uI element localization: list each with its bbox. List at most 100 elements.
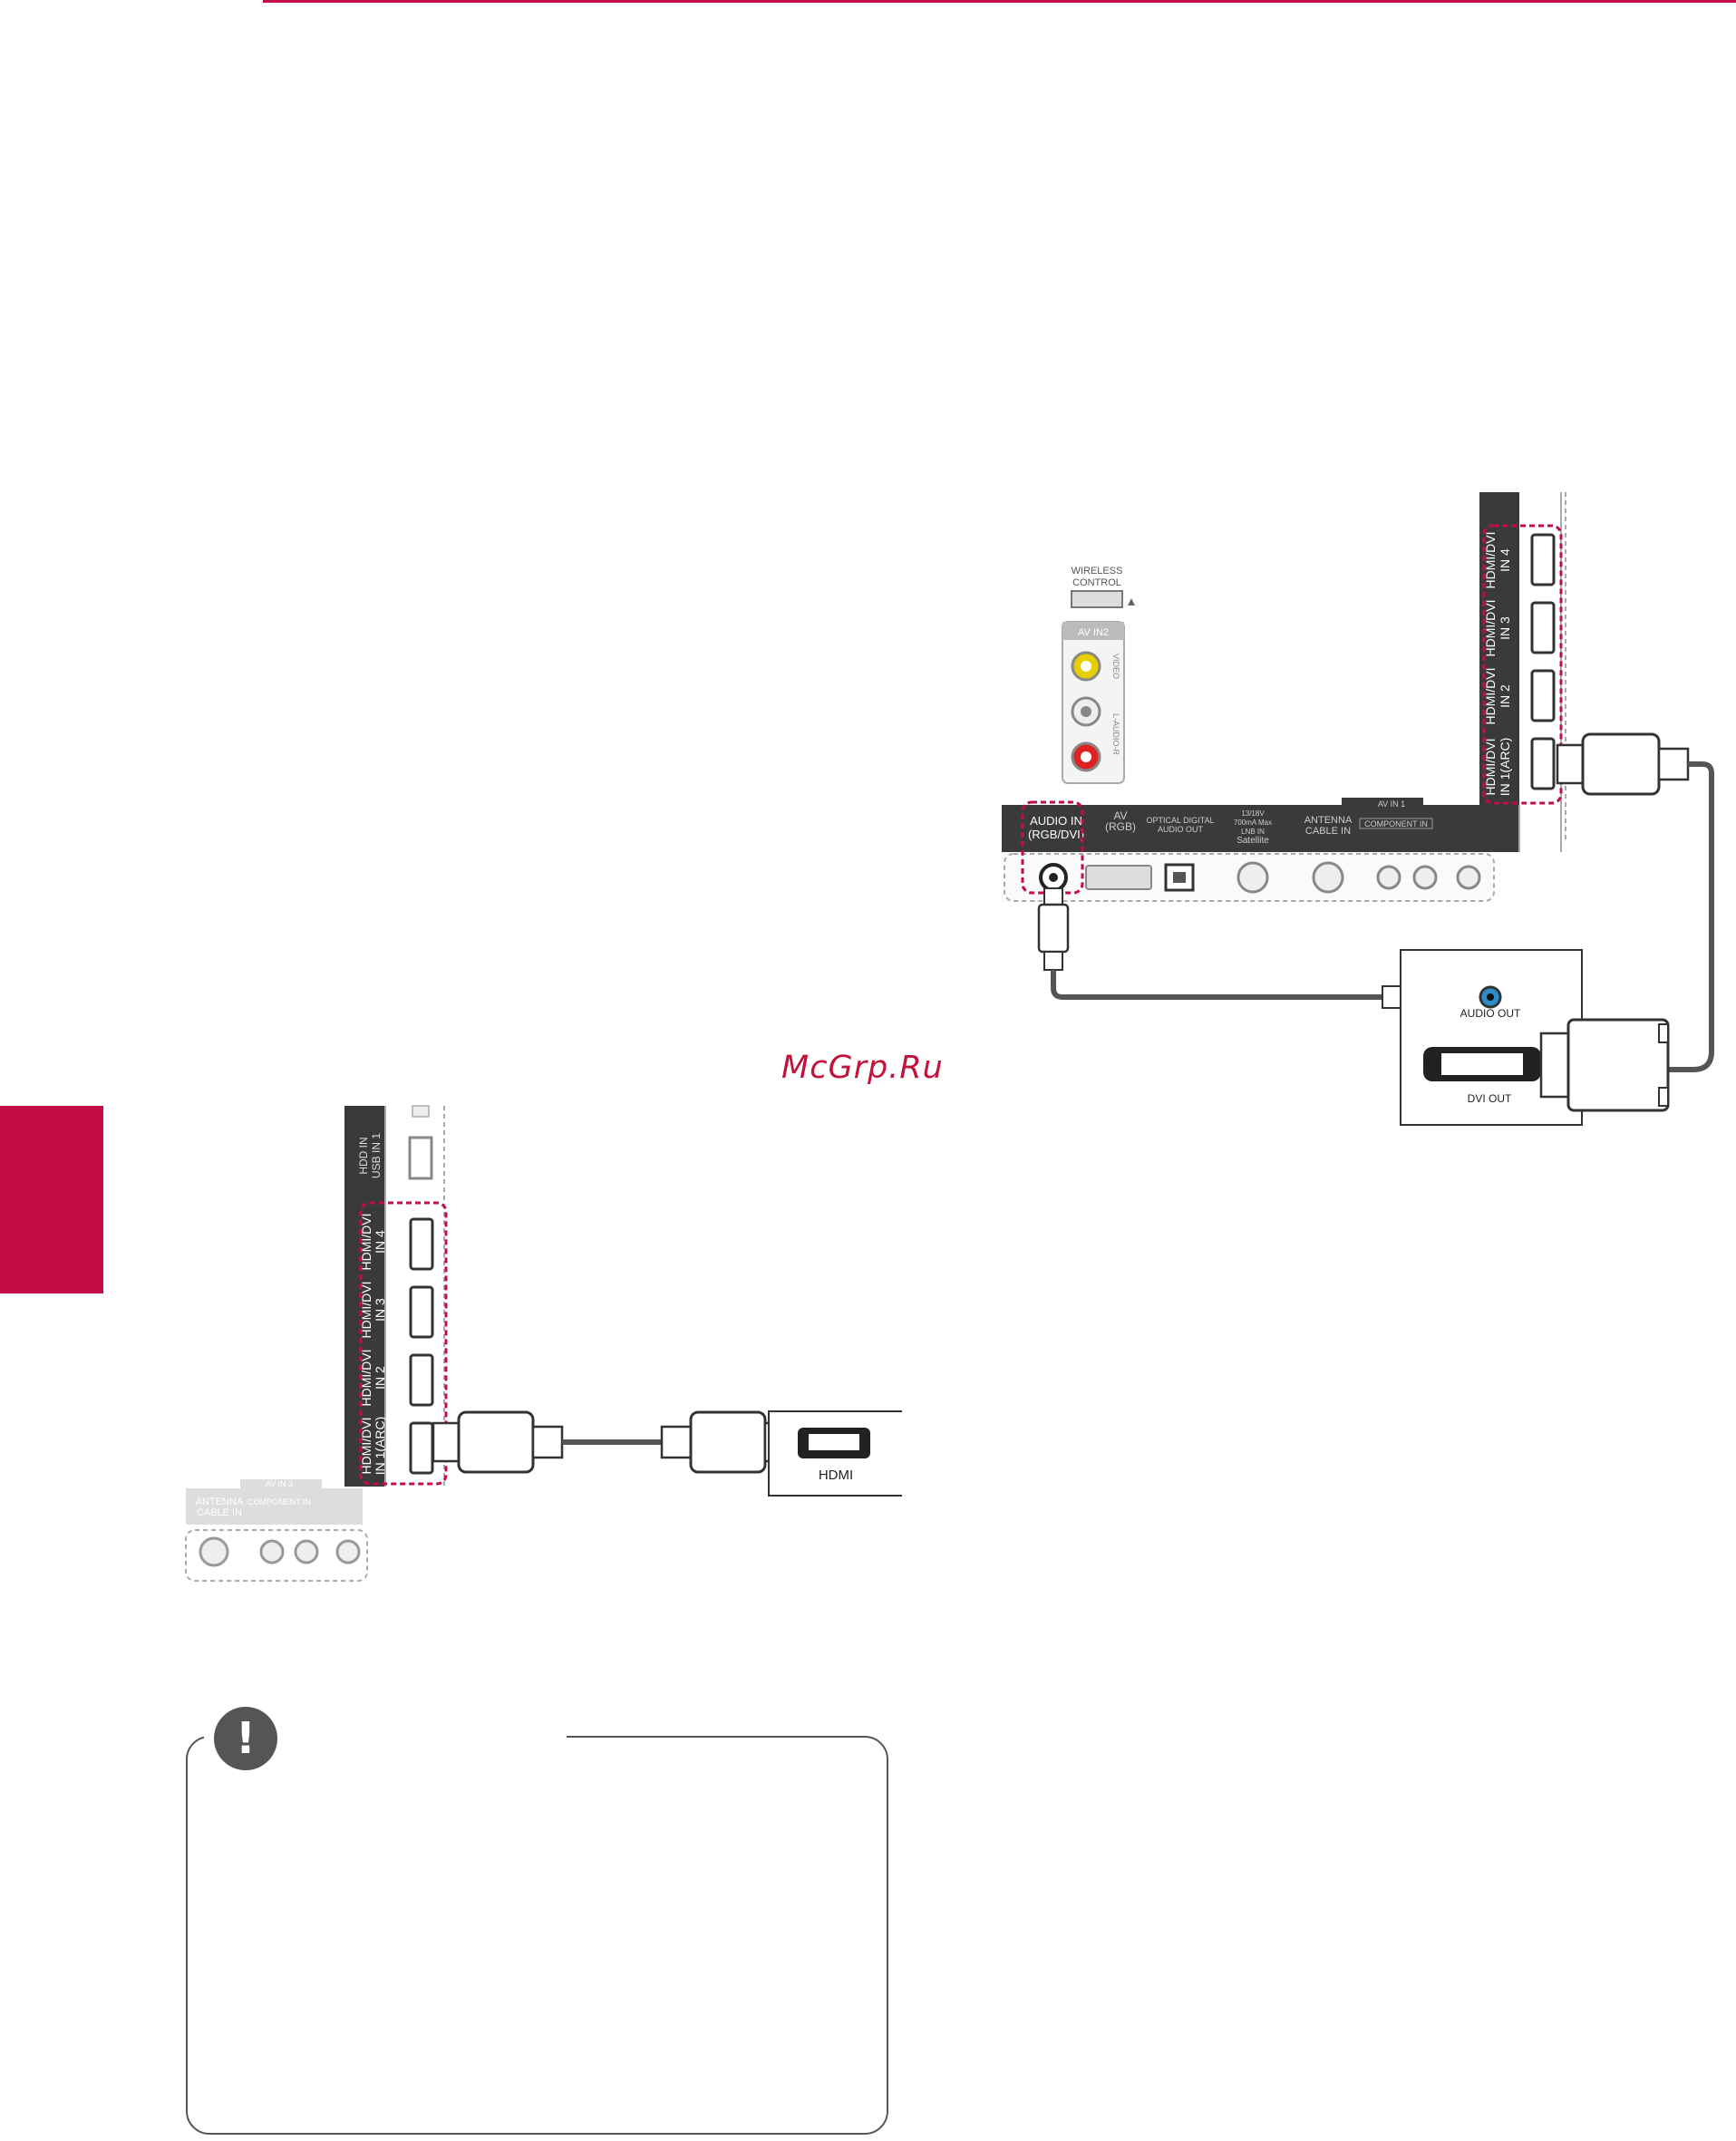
wireless-control-port — [1071, 590, 1123, 608]
hdmi-in1-label: HDMI/DVI — [1483, 739, 1498, 796]
satellite-label: 13/18V — [1241, 809, 1265, 818]
dvi-screw — [1658, 1087, 1669, 1107]
audio-in-label-2: (RGB/DVI) — [1028, 828, 1084, 841]
component-jack — [294, 1539, 319, 1565]
jack-center — [1081, 661, 1091, 672]
dvi-plug-head — [1539, 1032, 1570, 1099]
component-in-label: COMPONENT IN — [1364, 819, 1428, 828]
wireless-control-label: WIRELESS — [1072, 566, 1123, 576]
dvi-out-label: DVI OUT — [1468, 1092, 1512, 1105]
av-in3-label: AV IN 3 — [266, 1479, 293, 1488]
usb-port — [408, 1136, 433, 1180]
audio-cable — [1051, 970, 1382, 1000]
hdmi-in1-num: IN 1(ARC) — [1498, 738, 1512, 797]
antenna-jack — [1312, 861, 1344, 894]
hdmi-highlight-box — [1482, 524, 1563, 805]
antenna-label-2: CABLE IN — [1305, 826, 1351, 837]
hdmi-plug-body — [457, 1410, 535, 1474]
av-in1-label: AV IN 1 — [1378, 799, 1405, 809]
hdmi-in2-label: HDMI/DVI — [359, 1350, 373, 1407]
usb-label-2: USB IN 1 — [370, 1133, 383, 1178]
note-box — [186, 1736, 888, 2135]
hdmi-port-4 — [409, 1217, 434, 1271]
triangle-icon — [1128, 598, 1135, 605]
dvi-plug-body — [1566, 1018, 1670, 1112]
antenna-label: ANTENNA — [1304, 815, 1353, 826]
hdmi-in2-num: IN 2 — [1498, 684, 1512, 708]
jack-center — [1049, 873, 1058, 882]
jack-center — [1487, 993, 1494, 1001]
hdmi-in1-label: HDMI/DVI — [359, 1418, 373, 1475]
hdmi-in4-label: HDMI/DVI — [1483, 532, 1498, 589]
hdmi-panel-vertical-left — [344, 1106, 385, 1487]
usb-port-top — [412, 1105, 430, 1118]
av-rgb-label: AV — [1113, 809, 1127, 822]
note-box-gap — [204, 1727, 567, 1745]
hdmi-in2-label: HDMI/DVI — [1483, 668, 1498, 725]
top-rule — [263, 0, 1736, 3]
av-in2-label: AV IN2 — [1078, 627, 1109, 638]
hdmi-in1-num: IN 1(ARC) — [373, 1417, 387, 1476]
hdmi-label: HDMI — [819, 1468, 853, 1483]
dvi-screw — [1658, 1023, 1669, 1043]
hdmi-dvi-cable — [1668, 761, 1714, 1072]
jack-row-dash — [185, 1529, 368, 1582]
hdmi-port-3 — [409, 1285, 434, 1339]
av-in1-tab — [1342, 798, 1423, 809]
hdmi-in4-num: IN 4 — [1498, 548, 1512, 572]
hdmi-in3-num: IN 3 — [373, 1298, 387, 1322]
component-jack — [335, 1539, 361, 1565]
hdmi-panel-vertical — [1479, 492, 1519, 805]
bottom-panel-faded — [186, 1488, 363, 1525]
av-in3-tab — [240, 1479, 322, 1490]
hdmi-in4-label: HDMI/DVI — [359, 1214, 373, 1271]
video-label: VIDEO — [1111, 654, 1120, 679]
dvi-port-pins — [1441, 1053, 1523, 1075]
hdmi-port-2 — [409, 1353, 434, 1407]
usb-label: HDD IN — [357, 1137, 370, 1174]
satellite-label-2: 700mA Max — [1234, 819, 1272, 827]
watermark: McGrp.Ru — [781, 1050, 944, 1086]
hdmi-port-4 — [1530, 533, 1556, 586]
jack-row-dash — [1004, 853, 1495, 902]
component-box — [1359, 818, 1433, 829]
optical-port-inner — [1173, 872, 1186, 883]
antenna-label-2: CABLE IN — [197, 1507, 242, 1518]
component-jack-pb — [1412, 865, 1438, 890]
audio-label: L-AUDIO-R — [1111, 713, 1120, 756]
hdmi-plug2-body — [689, 1410, 767, 1474]
av-in2-header — [1062, 622, 1124, 640]
hdmi-port-3 — [1530, 601, 1556, 654]
optical-label: OPTICAL DIGITAL — [1146, 816, 1214, 825]
hdmi-port-1 — [1530, 737, 1556, 790]
audio-out-label: AUDIO OUT — [1460, 1007, 1521, 1020]
rgb-port — [1085, 865, 1152, 890]
optical-label-2: AUDIO OUT — [1158, 825, 1204, 834]
hdmi-out-port-inner — [809, 1434, 859, 1450]
antenna-jack — [199, 1536, 229, 1567]
satellite-label-4: Satellite — [1237, 836, 1269, 846]
hdmi-in3-num: IN 3 — [1498, 616, 1512, 640]
hdmi-in2-num: IN 2 — [373, 1366, 387, 1390]
hdmi-in3-label: HDMI/DVI — [1483, 600, 1498, 657]
component-jack-pr — [1456, 865, 1481, 890]
audio-in-label: AUDIO IN — [1030, 814, 1082, 828]
chapter-side-tab — [0, 1106, 103, 1293]
hdmi-plug-strain — [531, 1425, 564, 1459]
hdmi-in4-num: IN 4 — [373, 1230, 387, 1254]
hdmi-plug2-strain — [660, 1425, 693, 1459]
component-jack — [259, 1539, 285, 1565]
hdmi-in3-label: HDMI/DVI — [359, 1282, 373, 1339]
exclamation-icon: ! — [214, 1707, 277, 1770]
antenna-label: ANTENNA — [196, 1497, 244, 1507]
wireless-control-label-2: CONTROL — [1072, 577, 1121, 588]
component-jack-y — [1376, 865, 1401, 890]
satellite-label-3: LNB IN — [1241, 828, 1265, 836]
component-in-label: COMPONENT IN — [247, 1497, 311, 1506]
av-rgb-label-2: (RGB) — [1105, 820, 1136, 833]
hdmi-plug-head — [1556, 743, 1585, 785]
hdmi-highlight-box — [359, 1201, 448, 1486]
satellite-jack — [1237, 861, 1269, 894]
